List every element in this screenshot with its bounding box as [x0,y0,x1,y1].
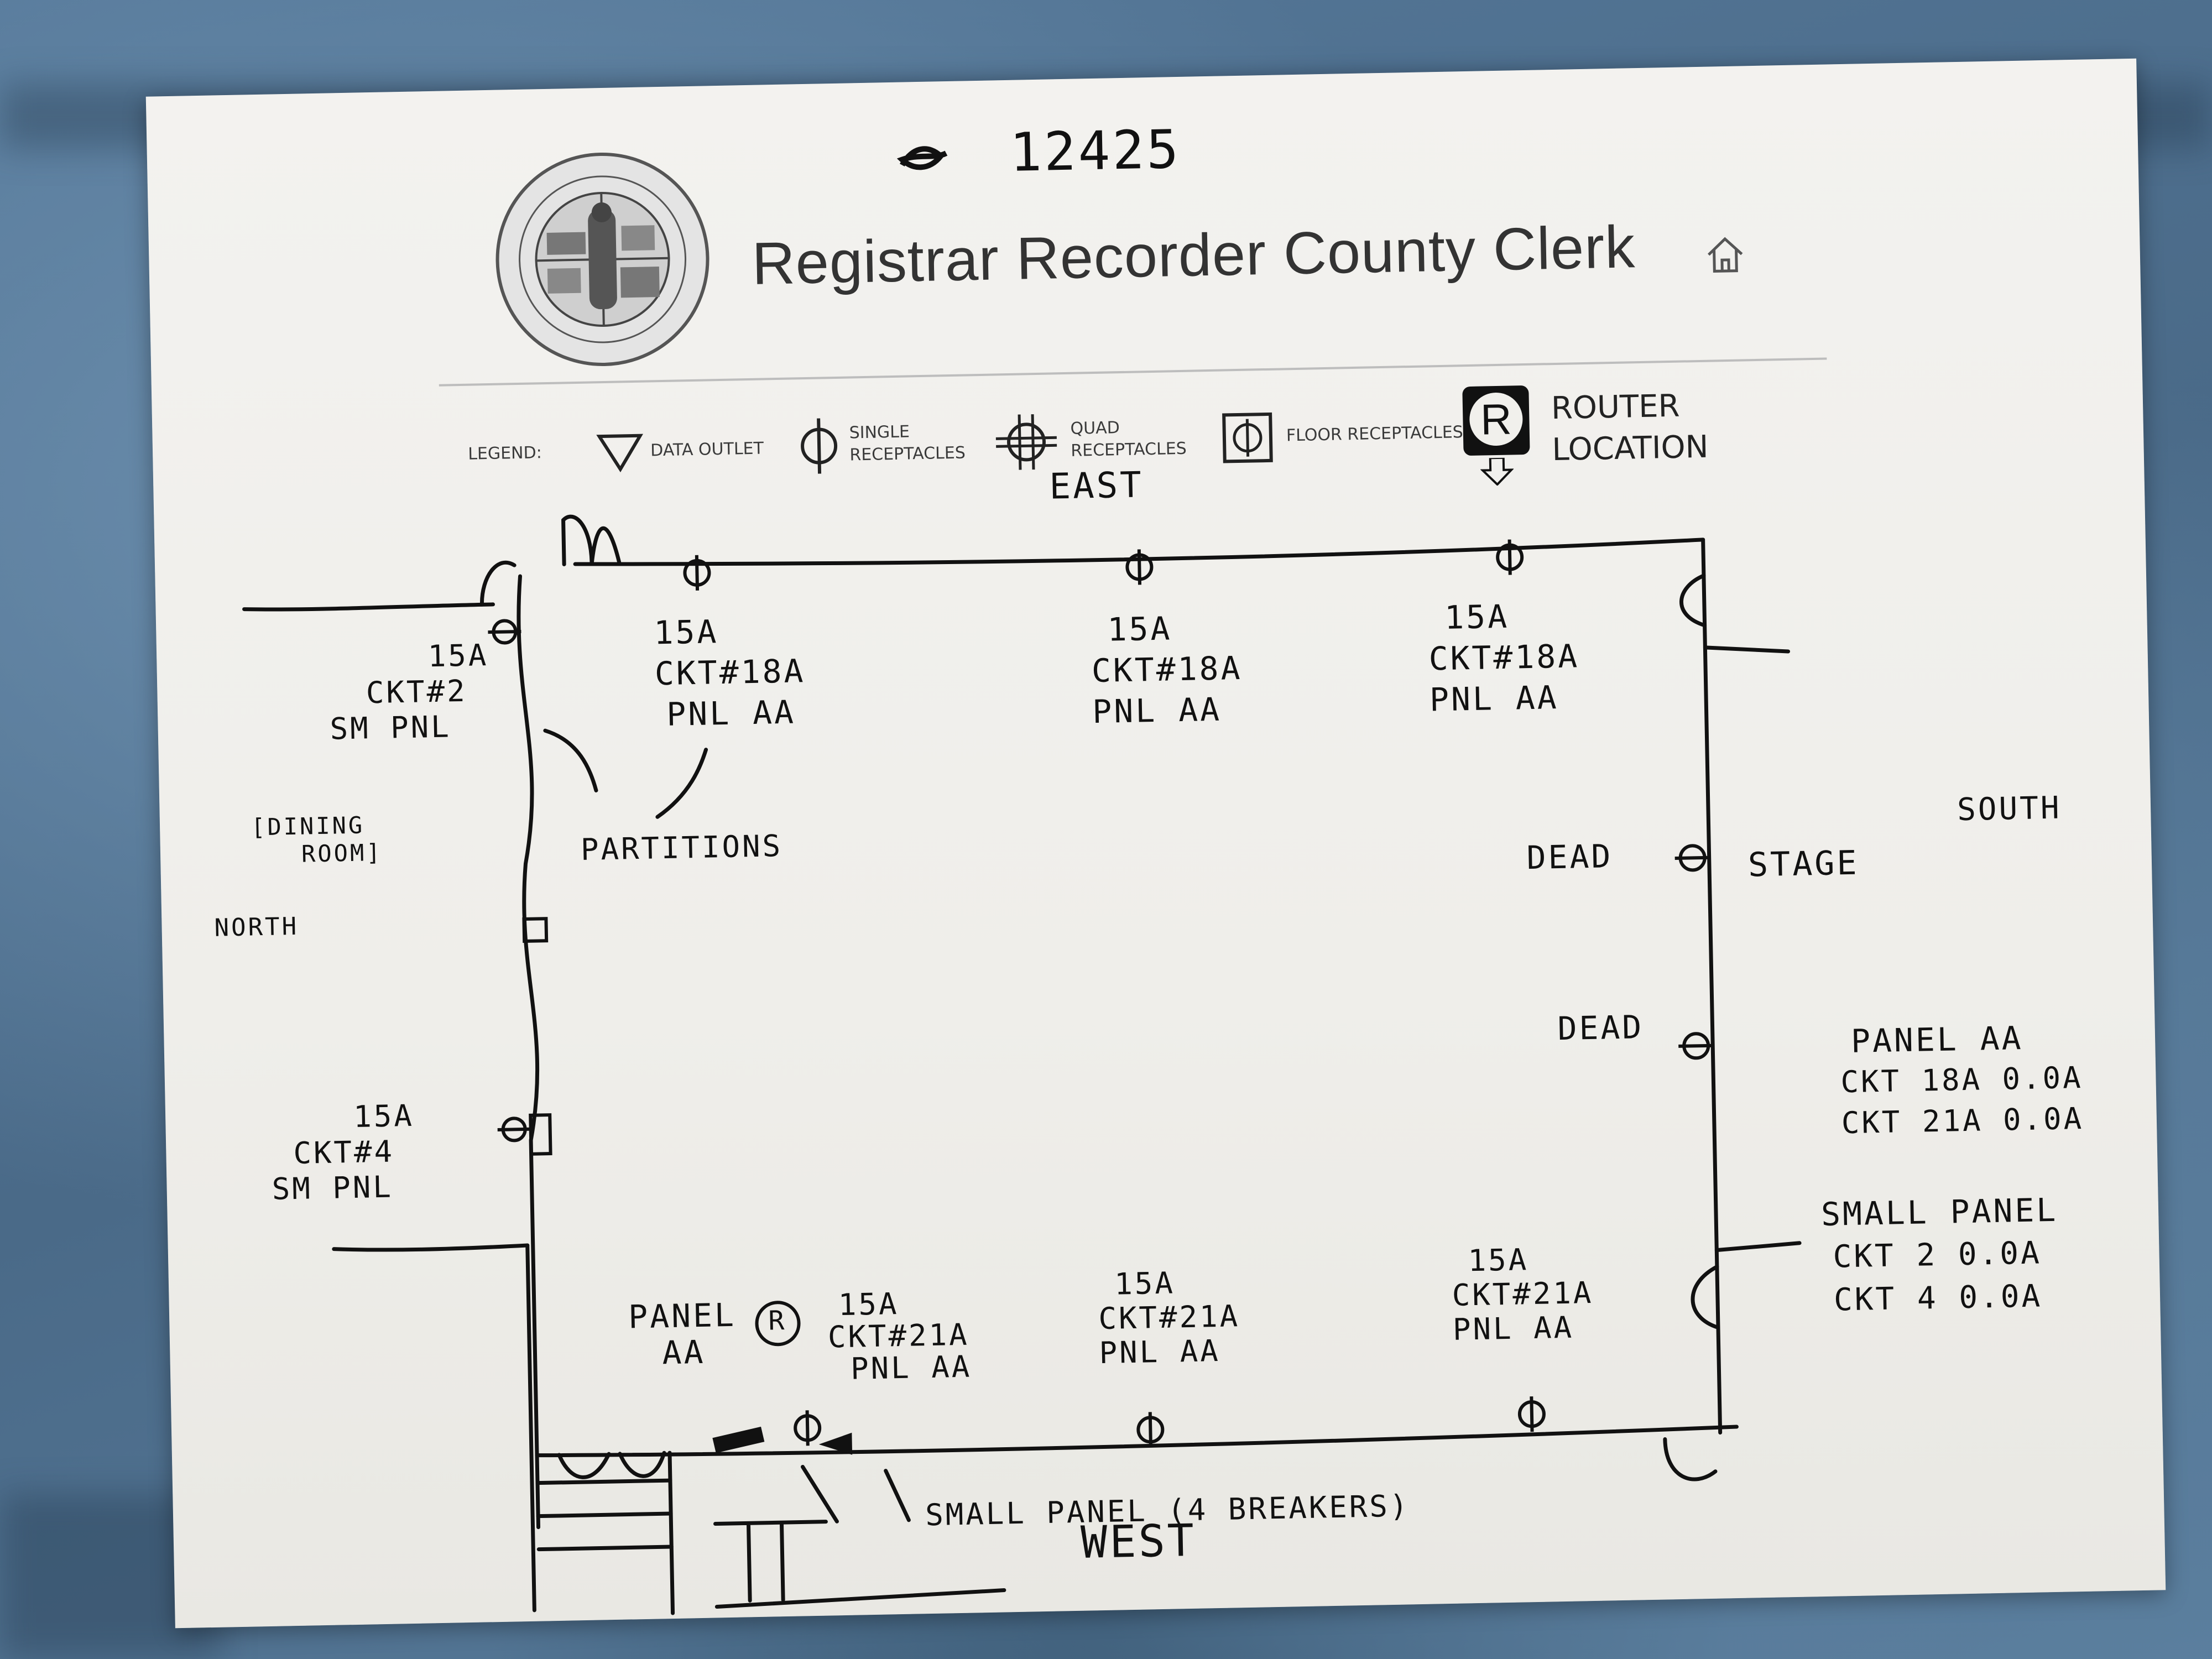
outlet-amps: 15A [653,613,719,652]
panel-aa-summary-row: CKT 18A 0.0A [1840,1060,2084,1100]
small-panel-summary: SMALL PANEL CKT 2 0.0A CKT 4 0.0A [1820,1188,2060,1322]
outlet-panel: SM PNL [272,1169,394,1207]
panel-aa-summary-row: CKT 21A 0.0A [1841,1100,2084,1141]
label-north: NORTH [214,912,299,942]
single-receptacle-icon [801,418,838,474]
outlet-circuit: CKT#21A [827,1317,970,1355]
outlet-amps: 15A [353,1098,415,1134]
single-receptacle-icon [1136,1412,1165,1448]
single-receptacle-icon [1678,1032,1714,1060]
label-stage: STAGE [1747,843,1860,885]
router-marker-icon [755,1301,801,1347]
outlet-circuit: CKT#2 [366,673,468,711]
floor-plan-drawing [242,514,1802,1615]
scribble-mark [896,146,948,170]
small-panel-summary-title: SMALL PANEL [1820,1191,2058,1234]
receptacle-symbols [488,539,1714,1448]
label-dining-line1: [DINING [251,811,365,841]
outlet-amps: 15A [1467,1242,1529,1279]
outlet-circuit: CKT#4 [293,1134,395,1171]
outlet-label-west-3: 15A CKT#21A PNL AA [1451,1241,1594,1347]
outlet-amps: 15A [1114,1265,1176,1302]
outlet-label-east-1: 15A CKT#18A PNL AA [654,609,807,735]
outlet-panel: PNL AA [850,1349,972,1386]
single-receptacle-icon [794,1410,822,1446]
outlet-amps: 15A [1107,609,1172,649]
outlet-label-west-2: 15A CKT#21A PNL AA [1098,1265,1241,1370]
router-marker-letter: R [768,1305,787,1337]
single-receptacle-icon [1674,844,1710,872]
panel-aa-label-line1: PANEL [628,1296,737,1336]
single-receptacle-icon [497,1117,531,1142]
small-panel-summary-row: CKT 2 0.0A [1832,1235,2042,1275]
floor-plan-sheet: 12425 Registrar Recorder County Clerk LE… [145,58,2166,1629]
county-seal-icon [495,153,709,367]
outlet-label-east-2: 15A CKT#18A PNL AA [1091,607,1244,732]
small-panel-box [818,1432,853,1455]
outlet-circuit: CKT#21A [1452,1275,1594,1313]
home-icon [1708,237,1743,273]
outlet-label-north-2: 15A CKT#4 SM PNL [270,1098,414,1207]
outlet-amps: 15A [427,638,489,674]
label-east: EAST [1048,465,1144,508]
outlet-circuit: CKT#18A [654,652,806,693]
small-panel-summary-row: CKT 4 0.0A [1833,1278,2043,1318]
outlet-panel: PNL AA [1429,678,1559,719]
outlet-circuit: CKT#18A [1091,649,1243,690]
outlet-label-north-1: 15A CKT#2 SM PNL [267,638,491,748]
single-receptacle-icon [1496,539,1524,575]
single-receptacle-icon [683,555,711,591]
outlet-circuit: CKT#18A [1428,637,1580,678]
outlet-label-east-3: 15A CKT#18A PNL AA [1428,594,1581,720]
dead-outlet-label-2: DEAD [1557,1008,1644,1048]
outlet-circuit: CKT#21A [1098,1298,1240,1337]
panel-aa-summary-title: PANEL AA [1850,1019,2024,1060]
outlet-panel: PNL AA [666,693,796,733]
single-receptacle-icon [488,619,521,645]
panel-aa-label: PANEL AA [628,1296,737,1372]
outlet-panel: PNL AA [1092,690,1222,731]
floor-receptacle-icon [1222,412,1273,463]
panel-aa-label-line2: AA [661,1333,706,1372]
panel-aa-summary: PANEL AA CKT 18A 0.0A CKT 21A 0.0A [1839,1016,2084,1144]
panel-aa-box [712,1426,765,1453]
outlet-panel: SM PNL [330,709,452,747]
arrow-down-icon [1480,457,1514,486]
dead-outlet-label-1: DEAD [1526,837,1613,877]
outlet-amps: 15A [838,1286,900,1323]
outlet-label-west-1: 15A CKT#21A PNL AA [827,1286,972,1386]
single-receptacle-icon [1125,549,1154,585]
label-south: SOUTH [1957,790,2062,828]
label-partitions: PARTITIONS [580,828,783,867]
outlet-panel: PNL AA [1099,1333,1221,1371]
data-outlet-icon [596,434,643,473]
outlet-amps: 15A [1444,597,1510,637]
outlet-panel: PNL AA [1452,1310,1574,1347]
quad-receptacle-icon [995,414,1057,470]
single-receptacle-icon [1517,1396,1546,1432]
label-dining-line2: ROOM] [301,838,383,868]
